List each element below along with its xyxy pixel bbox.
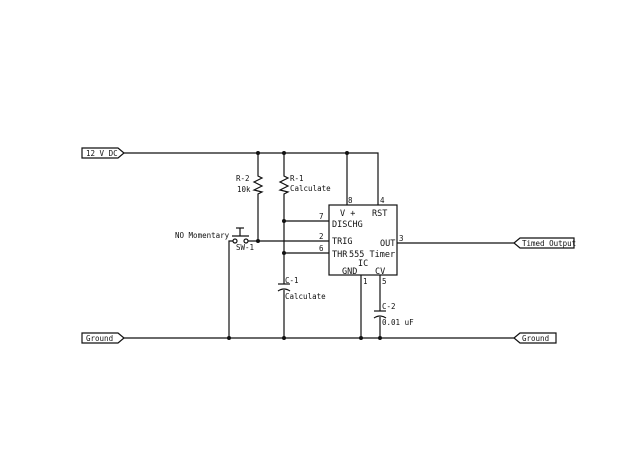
- junctions: [227, 151, 382, 340]
- pin-number-3: 3: [399, 234, 404, 243]
- ic-label-gnd: GND: [342, 267, 357, 277]
- junction-dot: [282, 336, 286, 340]
- port-timed-output-label: Timed Output: [522, 239, 576, 248]
- junction-dot: [378, 336, 382, 340]
- switch-name: NO Momentary: [175, 231, 230, 240]
- wires: [124, 152, 514, 339]
- c1-value: Calculate: [285, 292, 326, 301]
- capacitor-c1: C-1 Calculate: [277, 276, 326, 301]
- junction-dot: [282, 251, 286, 255]
- wire-r2-bottom: [248, 196, 259, 242]
- ic-body: [328, 204, 398, 276]
- wire-12v-rail: [124, 152, 379, 205]
- wire-switch-left: [228, 240, 233, 338]
- ic-designator: IC: [358, 259, 368, 269]
- junction-dot: [256, 239, 260, 243]
- junction-dot: [282, 219, 286, 223]
- pin-number-7: 7: [319, 212, 324, 221]
- ic-label-thr: THR: [332, 250, 348, 260]
- r2-value: 10k: [237, 185, 251, 194]
- ic-label-vplus: V +: [340, 209, 355, 219]
- switch-ref: SW-1: [236, 243, 254, 252]
- pin-number-5: 5: [382, 277, 387, 286]
- ic-label-cv: CV: [375, 267, 385, 277]
- ic-name: 555 Timer: [349, 250, 395, 260]
- junction-dot: [359, 336, 363, 340]
- c2-value: 0.01 uF: [382, 318, 414, 327]
- port-timed-output: Timed Output: [513, 237, 576, 249]
- pin-number-8: 8: [348, 196, 353, 205]
- pin-number-4: 4: [380, 196, 385, 205]
- junction-dot: [256, 151, 260, 155]
- port-12v-label: 12 V DC: [86, 149, 118, 158]
- junction-dot: [227, 336, 231, 340]
- pin-number-6: 6: [319, 244, 324, 253]
- ic-label-trig: TRIG: [332, 237, 352, 247]
- ic-label-out: OUT: [380, 239, 395, 249]
- port-ground-left: Ground: [81, 332, 125, 344]
- resistor-r2: R-2 10k: [236, 172, 264, 196]
- c2-ref: C-2: [382, 302, 396, 311]
- junction-dot: [345, 151, 349, 155]
- r1-value: Calculate: [290, 184, 331, 193]
- pin-number-2: 2: [319, 232, 324, 241]
- r1-ref: R-1: [290, 174, 304, 183]
- junction-dot: [282, 151, 286, 155]
- ic-label-dischg: DISCHG: [332, 220, 363, 230]
- resistor-r1: R-1 Calculate: [278, 172, 331, 196]
- c1-ref: C-1: [285, 276, 299, 285]
- port-ground-right: Ground: [513, 332, 557, 344]
- ic-label-rst: RST: [372, 209, 387, 219]
- port-12v: 12 V DC: [81, 147, 125, 159]
- port-ground-left-label: Ground: [86, 334, 113, 343]
- capacitor-c2: C-2 0.01 uF: [373, 302, 414, 327]
- port-ground-right-label: Ground: [522, 334, 549, 343]
- pin-number-1: 1: [363, 277, 368, 286]
- r2-ref: R-2: [236, 174, 250, 183]
- switch-sw1: NO Momentary SW-1: [175, 227, 254, 252]
- ic-555-timer: V + RST DISCHG TRIG OUT THR 555 Timer IC…: [319, 196, 404, 286]
